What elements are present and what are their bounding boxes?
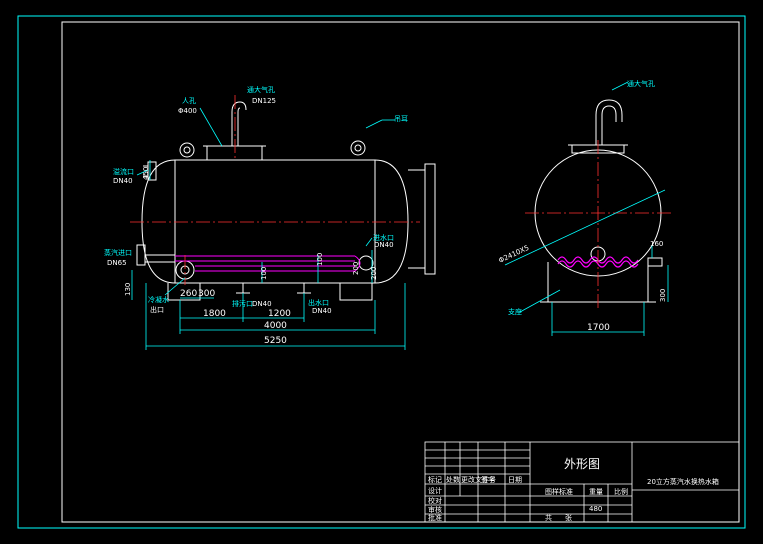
tb-review: 审核 xyxy=(428,505,442,514)
dim-300: 300 xyxy=(198,289,215,299)
side-nozzle-right xyxy=(424,163,436,275)
tb-sheet-label: 共 xyxy=(545,513,552,522)
labels: 人孔 Φ400 通大气孔 DN125 吊耳 溢流口 DN40 蒸汽进口 DN65… xyxy=(104,79,719,522)
dim-100a: 100 xyxy=(260,267,268,280)
dim-260: 260 xyxy=(180,289,197,299)
lifting-lug-left xyxy=(179,142,195,158)
vent-pipe xyxy=(231,101,247,146)
label-overflow: 溢流口 xyxy=(113,167,134,176)
tb-design: 设计 xyxy=(428,486,442,495)
title-project-name: 20立方蒸汽水换热水箱 xyxy=(647,477,719,486)
label-manhole: 人孔 xyxy=(182,97,196,105)
label-condensate-out: 出口 xyxy=(150,305,164,314)
dimensions-front xyxy=(131,107,406,350)
label-vent-left: 通大气孔 xyxy=(247,85,275,94)
dim-1800: 1800 xyxy=(203,309,226,319)
dim-5250: 5250 xyxy=(264,336,287,346)
centerlines-front xyxy=(130,95,420,285)
label-manhole-size: Φ400 xyxy=(178,107,197,115)
label-water-inlet: 进水口 xyxy=(373,233,394,242)
dim-1200: 1200 xyxy=(268,309,291,319)
label-shell-dia: Φ2410X5 xyxy=(497,244,530,265)
manhole-neck xyxy=(206,145,263,161)
label-vent-size: DN125 xyxy=(252,97,276,105)
heating-coil-front xyxy=(175,255,361,272)
label-drain: 排污口 xyxy=(232,299,253,308)
label-water-outlet-size: DN40 xyxy=(312,307,332,315)
label-support: 支座 xyxy=(508,307,522,316)
dimensions-side xyxy=(504,81,669,336)
label-lifting-lug: 吊耳 xyxy=(394,115,408,123)
saddle-right xyxy=(339,283,373,301)
tb-sign: 签字 xyxy=(481,475,495,484)
dim-300v: 300 xyxy=(659,289,667,302)
dim-4000: 4000 xyxy=(264,321,287,331)
dim-200r: 200 xyxy=(352,262,360,275)
side-view xyxy=(534,99,663,303)
dim-130: 130 xyxy=(124,283,132,296)
tb-sheet-of: 张 xyxy=(565,513,572,522)
tb-std: 图样标准 xyxy=(545,487,573,496)
label-steam-size: DN65 xyxy=(107,259,127,267)
label-vent-right: 通大气孔 xyxy=(627,79,655,88)
label-water-inlet-size: DN40 xyxy=(374,241,394,249)
title-block xyxy=(424,441,740,523)
tb-doc: 更改文件号 xyxy=(461,475,496,484)
vent-gooseneck xyxy=(595,99,623,145)
drawing-frame xyxy=(61,21,740,523)
dim-1700: 1700 xyxy=(587,323,610,333)
dim-160: 160 xyxy=(650,240,663,248)
label-steam-inlet: 蒸汽进口 xyxy=(104,248,132,257)
tb-date: 日期 xyxy=(508,476,522,484)
label-overflow-size: DN40 xyxy=(113,177,133,185)
tb-check: 校对 xyxy=(428,496,442,505)
label-condensate: 冷凝水 xyxy=(148,295,169,304)
overflow-nozzle xyxy=(147,161,157,181)
label-drain-size: DN40 xyxy=(252,300,272,308)
front-view xyxy=(136,101,436,301)
tb-weight-value: 480 xyxy=(589,505,602,513)
saddle-left xyxy=(167,283,201,301)
tank-body xyxy=(141,159,409,284)
tb-count: 处数 xyxy=(446,475,460,484)
title-drawing-name: 外形图 xyxy=(564,457,600,471)
dim-200: 200 xyxy=(370,267,378,280)
centerlines-side xyxy=(525,140,672,310)
sheet-border xyxy=(17,15,746,529)
lifting-lug-right xyxy=(350,140,366,156)
dim-100b: 100 xyxy=(316,253,324,266)
tb-approve: 批准 xyxy=(428,513,442,522)
dim-450: 450 xyxy=(142,167,150,180)
label-water-outlet: 出水口 xyxy=(308,298,329,307)
tb-scale-label: 比例 xyxy=(614,487,628,496)
tb-revise: 标记 xyxy=(428,475,442,484)
tb-weight-label: 重量 xyxy=(589,488,603,496)
